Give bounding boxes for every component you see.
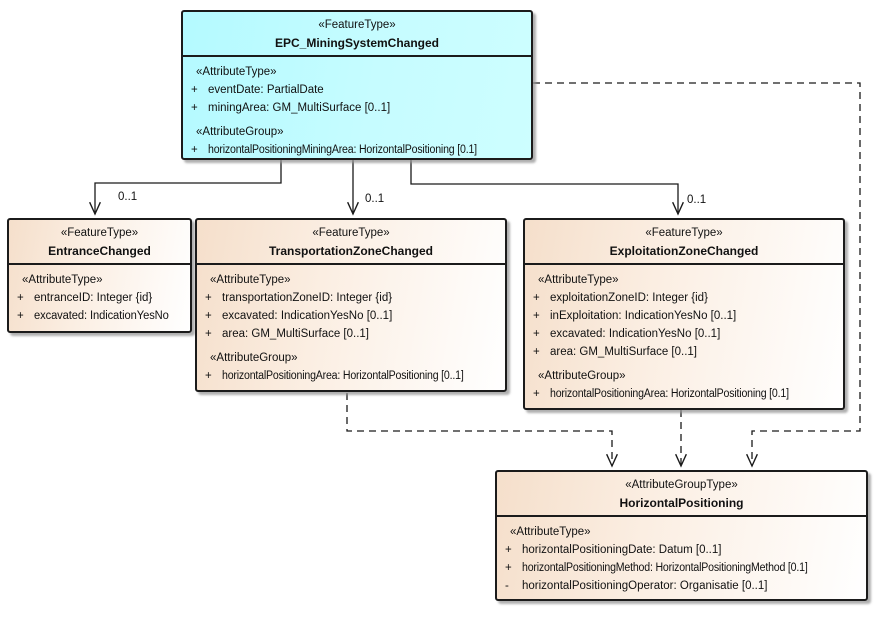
stereotype-label: «AttributeGroupType» (625, 479, 738, 491)
attribute-row: + eventDate: PartialDate (191, 84, 324, 96)
dependency-epc-to-horizontalpositioning (533, 82, 861, 468)
class-box-exploitationzonechanged: «FeatureType» ExploitationZoneChanged «A… (523, 218, 845, 410)
section-stereotype: «AttributeType» (22, 274, 103, 286)
class-name: HorizontalPositioning (619, 496, 744, 510)
attributes-compartment: «AttributeType» + eventDate: PartialDate… (183, 57, 531, 158)
class-box-epc-miningsystemchanged: «FeatureType» EPC_MiningSystemChanged «A… (181, 10, 533, 160)
association-epc-to-entrance (89, 160, 282, 216)
stereotype-label: «FeatureType» (318, 19, 396, 31)
attribute-row: - horizontalPositioningOperator: Organis… (505, 580, 768, 592)
attributes-compartment: «AttributeType» + transportationZoneID: … (197, 265, 505, 385)
attribute-row: + excavated: IndicationYesNo [0..1] (205, 310, 393, 322)
class-name: TransportationZoneChanged (268, 244, 433, 258)
attribute-row: + excavated: IndicationYesNo [0..1] (533, 328, 721, 340)
attribute-row: + horizontalPositioningMiningArea: Horiz… (191, 144, 477, 156)
class-name: EntranceChanged (48, 244, 151, 258)
attribute-row: + area: GM_MultiSurface [0..1] (205, 328, 370, 340)
attributes-compartment: «AttributeType» + entranceID: Integer {i… (9, 265, 190, 325)
section-stereotype: «AttributeType» (210, 274, 291, 286)
attribute-row: + horizontalPositioningMethod: Horizonta… (505, 562, 808, 574)
attribute-row: + excavated: IndicationYesNo (17, 310, 169, 322)
attribute-row: + horizontalPositioningArea: HorizontalP… (205, 370, 464, 382)
association-epc-to-exploitationzone (410, 160, 684, 216)
class-box-transportationzonechanged: «FeatureType» TransportationZoneChanged … (195, 218, 507, 392)
attribute-row: + horizontalPositioningDate: Datum [0..1… (505, 544, 722, 556)
attribute-row: + horizontalPositioningArea: HorizontalP… (533, 388, 789, 400)
class-header: «FeatureType» ExploitationZoneChanged (525, 220, 843, 265)
attribute-row: + exploitationZoneID: Integer {id} (533, 292, 708, 304)
class-name: EPC_MiningSystemChanged (274, 36, 440, 50)
section-stereotype: «AttributeType» (510, 526, 591, 538)
stereotype-label: «FeatureType» (312, 227, 390, 239)
class-box-entrancechanged: «FeatureType» EntranceChanged «Attribute… (7, 218, 192, 333)
section-stereotype: «AttributeGroup» (538, 370, 626, 382)
class-header: «FeatureType» EntranceChanged (9, 220, 190, 265)
class-header: «FeatureType» EPC_MiningSystemChanged (183, 12, 531, 57)
attribute-row: + area: GM_MultiSurface [0..1] (533, 346, 698, 358)
attribute-row: + transportationZoneID: Integer {id} (205, 292, 393, 304)
dependency-transportationzone-to-horizontalpositioning (346, 393, 618, 468)
attributes-compartment: «AttributeType» + horizontalPositioningD… (497, 517, 866, 595)
attribute-row: + entranceID: Integer {id} (17, 292, 153, 304)
multiplicity-label-exploitationzone: 0..1 (687, 194, 707, 206)
attributes-compartment: «AttributeType» + exploitationZoneID: In… (525, 265, 843, 403)
stereotype-label: «FeatureType» (60, 227, 139, 239)
attribute-row: + miningArea: GM_MultiSurface [0..1] (191, 102, 391, 114)
section-stereotype: «AttributeGroup» (210, 352, 298, 364)
multiplicity-label-entrance: 0..1 (118, 191, 138, 203)
multiplicity-label-transportationzone: 0..1 (365, 193, 385, 205)
section-stereotype: «AttributeType» (196, 66, 277, 78)
class-name: ExploitationZoneChanged (609, 244, 759, 258)
section-stereotype: «AttributeType» (538, 274, 619, 286)
section-stereotype: «AttributeGroup» (196, 126, 284, 138)
class-box-horizontalpositioning: «AttributeGroupType» HorizontalPositioni… (495, 470, 868, 601)
class-header: «AttributeGroupType» HorizontalPositioni… (497, 472, 866, 517)
attribute-row: + inExploitation: IndicationYesNo [0..1] (533, 310, 737, 322)
class-header: «FeatureType» TransportationZoneChanged (197, 220, 505, 265)
stereotype-label: «FeatureType» (645, 227, 723, 239)
